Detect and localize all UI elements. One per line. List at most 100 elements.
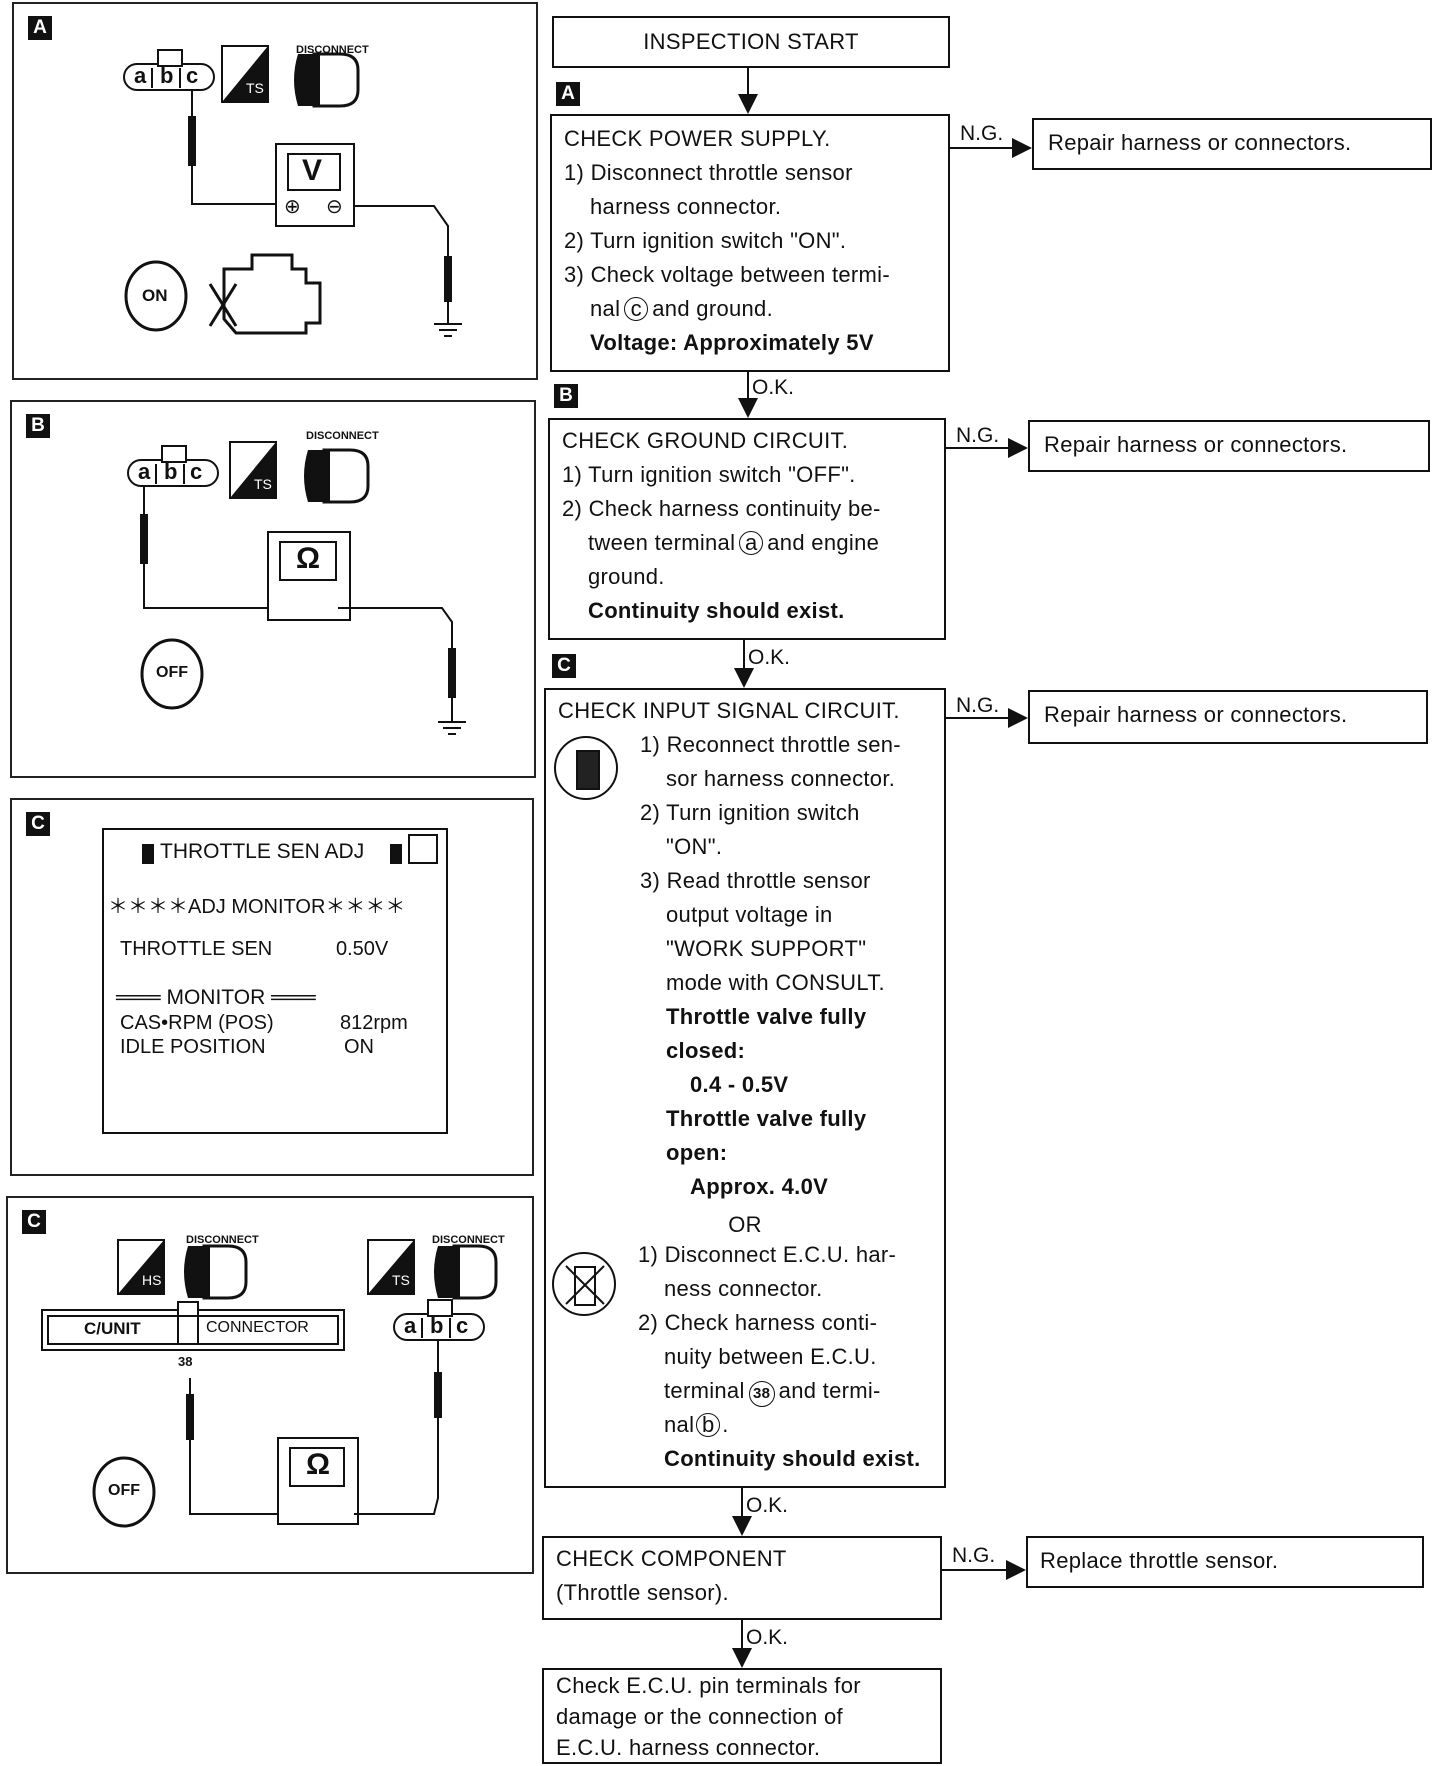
repair-harness-2: Repair harness or connectors. <box>1028 420 1430 472</box>
step3-m3: 2) Check harness conti- <box>638 1310 878 1335</box>
step1-spec: Voltage: Approximately 5V <box>590 330 874 355</box>
cunit-label: C/UNIT <box>84 1319 141 1338</box>
final-line3: E.C.U. harness connector. <box>556 1735 821 1760</box>
step1-line2: harness connector. <box>590 194 782 219</box>
ignition-key-on: ON <box>142 286 168 305</box>
adj-monitor-header: ＊＊＊＊ADJ MONITOR＊＊＊＊ <box>108 896 406 918</box>
step3-line6: output voltage in <box>666 902 833 927</box>
block-icon <box>390 844 402 864</box>
connector-body-icon <box>576 750 600 790</box>
panel-c-continuity: C HS DISCONNECT TS DISCONNECT C/UNIT CON… <box>6 1196 534 1574</box>
terminal-c-circle: c <box>624 297 649 321</box>
step1-line4: 3) Check voltage between termi- <box>564 262 891 287</box>
terminal-a: a <box>138 459 151 484</box>
step3-spec6: Approx. 4.0V <box>690 1174 829 1199</box>
disconnect-label: DISCONNECT <box>186 1234 259 1246</box>
final-check: Check E.C.U. pin terminals for damage or… <box>542 1668 942 1764</box>
connector-label: CONNECTOR <box>206 1319 309 1336</box>
step3-spec3: 0.4 - 0.5V <box>690 1072 789 1097</box>
ground-check-diagram <box>127 441 466 735</box>
step3-terminal: terminal <box>664 1378 745 1403</box>
inspection-start: INSPECTION START <box>552 16 950 68</box>
step-power-supply: CHECK POWER SUPPLY. 1) Disconnect thrott… <box>550 114 950 372</box>
voltmeter-icon: V <box>302 154 323 187</box>
step4-sub: (Throttle sensor). <box>556 1580 729 1605</box>
final-line2: damage or the connection of <box>556 1704 843 1729</box>
step-a-tag: A <box>556 82 580 106</box>
step3-spec1: Throttle valve fully <box>666 1004 867 1029</box>
step2-tween: tween terminal <box>588 530 736 555</box>
ng-label-3: N.G. <box>956 694 1000 717</box>
step3-line2: sor harness connector. <box>666 766 896 791</box>
replace-label: Replace throttle sensor. <box>1040 1548 1279 1573</box>
step2-line4: ground. <box>588 564 665 589</box>
pin-38-label: 38 <box>178 1354 193 1369</box>
panel-b-tag: B <box>26 414 50 438</box>
terminal-c: c <box>190 459 203 484</box>
ng-label-4: N.G. <box>952 1544 996 1567</box>
idle-position-value: ON <box>344 1036 374 1058</box>
panel-a: A a b c TS DISCONNECT V ⊕ ⊖ ON <box>12 2 538 380</box>
ts-badge: TS <box>246 80 264 96</box>
monitor-header: ═══ MONITOR ═══ <box>116 986 316 1009</box>
ng-label-1: N.G. <box>960 122 1004 145</box>
consult-screen: THROTTLE SEN ADJ ＊＊＊＊ADJ MONITOR＊＊＊＊ THR… <box>102 828 448 1134</box>
final-line1: Check E.C.U. pin terminals for <box>556 1673 861 1698</box>
step2-line1: 1) Turn ignition switch "OFF". <box>562 462 856 487</box>
cas-rpm-label: CAS•RPM (POS) <box>120 1012 274 1034</box>
step1-line3: 2) Turn ignition switch "ON". <box>564 228 847 253</box>
repair-harness-1-label: Repair harness or connectors. <box>1048 130 1352 155</box>
cas-rpm-value: 812rpm <box>340 1012 408 1034</box>
minus-terminal: ⊖ <box>326 196 343 218</box>
repair-harness-3-label: Repair harness or connectors. <box>1044 702 1348 727</box>
terminal-b-circle: b <box>696 1413 721 1437</box>
ohmmeter-icon: Ω <box>306 1448 331 1481</box>
terminal-a-circle: a <box>739 531 764 555</box>
terminal-a: a <box>404 1313 417 1338</box>
step3-spec2: closed: <box>666 1038 746 1063</box>
ts-badge: TS <box>254 476 272 492</box>
step3-m2: ness connector. <box>664 1276 823 1301</box>
panel-c2-tag: C <box>22 1210 46 1234</box>
step-c-tag: C <box>552 654 576 678</box>
step3-line5: 3) Read throttle sensor <box>640 868 871 893</box>
ok-label-1: O.K. <box>752 376 795 399</box>
step2-line2: 2) Check harness continuity be- <box>562 496 881 521</box>
disconnect-label: DISCONNECT <box>306 430 379 442</box>
step-check-component: CHECK COMPONENT (Throttle sensor). <box>542 1536 942 1620</box>
step3-method2: 1) Disconnect E.C.U. har- ness connector… <box>638 1238 921 1476</box>
step3-spec4: Throttle valve fully <box>666 1106 867 1131</box>
connector-body-icon <box>574 1266 596 1306</box>
terminal-38-circle: 38 <box>748 1381 775 1407</box>
step3-line4: "ON". <box>666 834 723 859</box>
terminal-b: b <box>430 1313 444 1338</box>
plus-terminal: ⊕ <box>284 196 301 218</box>
throttle-sen-label: THROTTLE SEN <box>120 938 273 960</box>
step4-title: CHECK COMPONENT <box>556 1546 787 1571</box>
or-label: OR <box>720 1212 770 1237</box>
step3-spec5: open: <box>666 1140 728 1165</box>
block-icon <box>142 844 154 864</box>
step1-nal: nal <box>590 296 621 321</box>
ok-label-4: O.K. <box>746 1626 789 1649</box>
terminal-c: c <box>456 1313 469 1338</box>
voltage-check-diagram <box>123 45 462 337</box>
ng-label-2: N.G. <box>956 424 1000 447</box>
step3-m4: nuity between E.C.U. <box>664 1344 877 1369</box>
panel-c-consult: C THROTTLE SEN ADJ ＊＊＊＊ADJ MONITOR＊＊＊＊ T… <box>10 798 534 1176</box>
step2-title: CHECK GROUND CIRCUIT. <box>562 428 849 453</box>
terminal-a: a <box>134 63 147 88</box>
step1-line1: 1) Disconnect throttle sensor <box>564 160 853 185</box>
step2-spec: Continuity should exist. <box>588 598 845 623</box>
terminal-c: c <box>186 63 199 88</box>
checkbox-icon <box>408 834 438 864</box>
step3-line8: mode with CONSULT. <box>666 970 885 995</box>
repair-harness-3: Repair harness or connectors. <box>1028 690 1428 744</box>
step-ground-circuit: CHECK GROUND CIRCUIT. 1) Turn ignition s… <box>548 418 946 640</box>
throttle-sen-value: 0.50V <box>336 938 389 960</box>
step3-title: CHECK INPUT SIGNAL CIRCUIT. <box>558 698 900 723</box>
